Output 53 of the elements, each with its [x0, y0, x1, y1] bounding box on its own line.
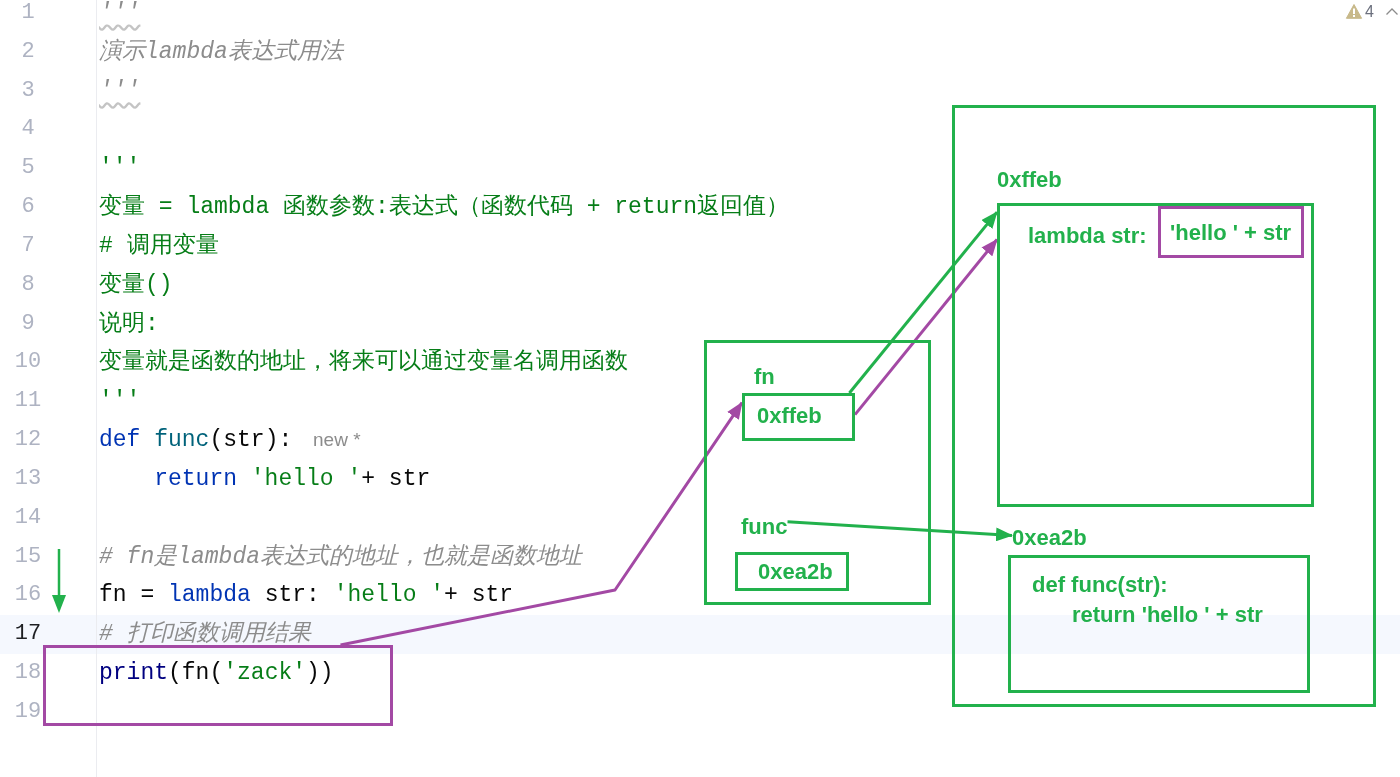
- code-text: 'hello ' + str: [1170, 220, 1292, 246]
- line-number: 15: [14, 543, 42, 570]
- line-number: 2: [21, 38, 35, 65]
- code-text: def func(str):: [1032, 572, 1168, 598]
- address-label: 0xea2b: [758, 559, 833, 585]
- code-line: ''': [99, 388, 141, 415]
- arrow: [787, 520, 1013, 542]
- variable-name: fn: [754, 364, 775, 390]
- highlight-box: [1158, 206, 1304, 258]
- code-comment: # fn是lambda表达式的地址，也就是函数地址: [99, 543, 583, 570]
- line-number: 6: [21, 194, 35, 221]
- line-number: 10: [14, 349, 42, 376]
- code-line: 变量(): [99, 271, 173, 298]
- variable-frame: [704, 340, 931, 605]
- arrow: [848, 211, 999, 394]
- function-object-box: [1008, 555, 1310, 693]
- line-number: 1: [21, 0, 35, 26]
- address-label: 0xffeb: [997, 167, 1062, 193]
- highlight-box: [43, 645, 393, 726]
- code-text: return 'hello ' + str: [1072, 602, 1263, 628]
- line-number: 12: [14, 427, 42, 454]
- arrow: [340, 401, 744, 647]
- line-number: 7: [21, 232, 35, 259]
- line-number: 13: [14, 465, 42, 492]
- arrow: [853, 238, 999, 416]
- code-line: # 调用变量: [99, 232, 219, 259]
- address-label: 0xea2b: [1012, 525, 1087, 551]
- address-label: 0xffeb: [757, 403, 822, 429]
- warning-count: 4: [1365, 2, 1374, 22]
- line-number: 3: [21, 77, 35, 104]
- line-number: 16: [14, 582, 42, 609]
- memory-frame: [952, 105, 1376, 707]
- line-number: 19: [14, 698, 42, 725]
- code-line: ''': [99, 155, 141, 182]
- line-number: 11: [14, 388, 42, 415]
- line-number: 9: [21, 310, 35, 337]
- code-comment: # 打印函数调用结果: [99, 621, 311, 648]
- code-text: lambda str:: [1028, 223, 1147, 249]
- line-number: 18: [14, 660, 42, 687]
- line-number: 8: [21, 271, 35, 298]
- code-line: 说明:: [99, 310, 159, 337]
- line-number: 17: [14, 621, 42, 648]
- inlay-hint: new *: [313, 428, 361, 453]
- code-line: ''': [99, 0, 141, 26]
- code-line: 演示lambda表达式用法: [99, 38, 343, 65]
- address-box: [735, 552, 849, 591]
- code-line: 变量就是函数的地址，将来可以通过变量名调用函数: [99, 349, 628, 376]
- code-line: 变量 = lambda 函数参数:表达式（函数代码 + return返回值）: [99, 194, 790, 221]
- line-number: 5: [21, 155, 35, 182]
- variable-name: func: [741, 514, 788, 540]
- line-number: 14: [14, 504, 42, 531]
- line-number: 4: [21, 116, 35, 143]
- code-line: ''': [99, 77, 141, 104]
